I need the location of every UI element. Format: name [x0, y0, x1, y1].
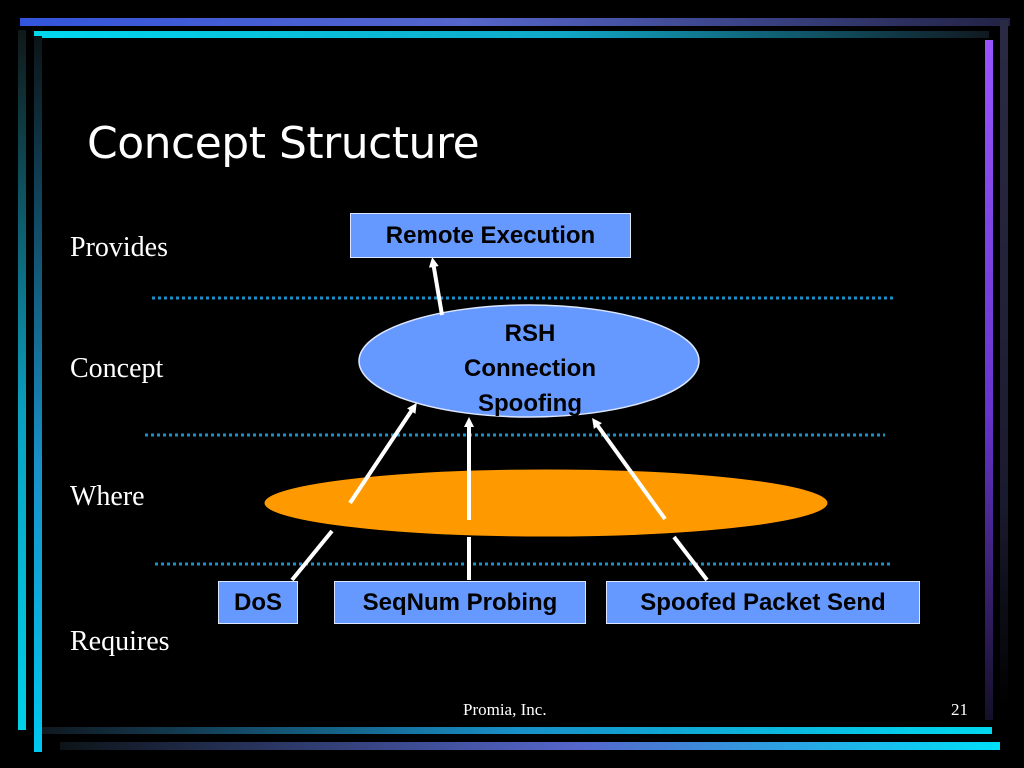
remote-execution-label: Remote Execution: [385, 221, 596, 249]
frame-left-bar: [18, 30, 26, 730]
frame-top-bar: [20, 18, 1010, 26]
spoofed-packet-send-label: Spoofed Packet Send: [640, 588, 886, 616]
frame-top-inner-bar: [34, 31, 989, 38]
seqnum-probing-box: SeqNum Probing: [334, 581, 586, 624]
row-label-where: Where: [70, 481, 145, 512]
frame-bottom-inner-bar: [42, 727, 992, 734]
dos-box: DoS: [218, 581, 298, 624]
frame-right-outer-bar: [1000, 20, 1008, 710]
concept-line-1: RSH: [504, 320, 556, 347]
frame-bottom-bar: [60, 742, 1000, 750]
row-label-requires: Requires: [70, 626, 170, 657]
row-label-provides: Provides: [70, 232, 168, 263]
frame-left-inner-bar: [34, 36, 42, 752]
slide-title: Concept Structure: [87, 118, 480, 169]
concept-line-2: Connection: [464, 355, 596, 382]
spoofed-packet-send-box: Spoofed Packet Send: [606, 581, 920, 624]
dos-label: DoS: [234, 588, 282, 616]
seqnum-probing-label: SeqNum Probing: [362, 588, 558, 616]
connector-spoofed: [672, 535, 709, 582]
where-ellipse: [263, 468, 829, 538]
connector-dos: [290, 529, 334, 582]
footer-page-number: 21: [951, 700, 968, 719]
concept-ellipse: [358, 304, 700, 418]
concept-ellipse-text: RSH Connection Spoofing: [360, 316, 700, 421]
frame-right-bar: [985, 40, 993, 720]
arrow-where-to-concept-right: [592, 417, 667, 521]
footer-company: Promia, Inc.: [463, 700, 547, 719]
arrow-concept-to-provides: [428, 257, 444, 316]
remote-execution-box: Remote Execution: [350, 213, 631, 258]
arrow-where-to-concept-left: [348, 402, 417, 505]
row-label-concept: Concept: [70, 353, 164, 384]
concept-line-3: Spoofing: [478, 390, 582, 417]
